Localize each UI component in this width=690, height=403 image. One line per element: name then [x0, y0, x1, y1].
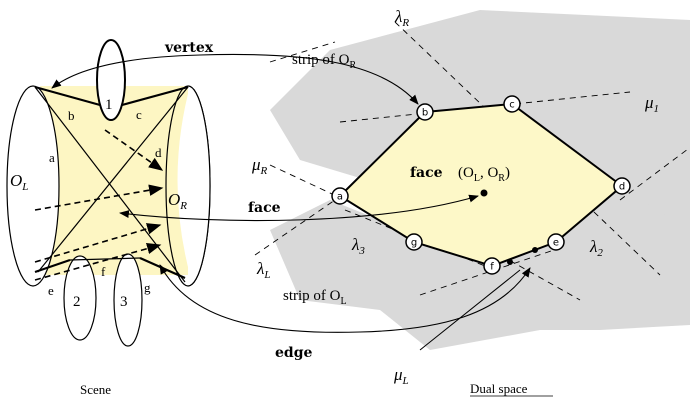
line-mu-l: [419, 269, 521, 351]
face-connector-label: face: [248, 200, 281, 216]
occluder-2-label: 2: [73, 294, 81, 310]
label-mu-l: μL: [393, 365, 409, 387]
occluder-2: [63, 255, 97, 341]
edge-point-2: [532, 247, 538, 253]
label-mu-r: μR: [251, 155, 268, 177]
label-lambda-r: λR: [394, 7, 409, 29]
svg-text:d: d: [619, 182, 625, 193]
vertex-label: vertex: [164, 40, 214, 56]
scene-line-f: [69, 257, 141, 261]
scene-vertex-f: f: [101, 264, 106, 279]
line-lambda-r-solid: [619, 146, 690, 201]
node-g: g: [405, 233, 423, 251]
scene-dash-mid: [34, 184, 164, 211]
face-tuple: (OL, OR): [458, 165, 510, 184]
vertex-arrow: [51, 53, 419, 105]
scene-vertex-g: g: [144, 280, 151, 295]
node-c: c: [503, 95, 521, 113]
scene-caption: Scene: [80, 382, 111, 397]
scene-vertex-c: c: [136, 107, 142, 122]
object-ol: [6, 85, 60, 287]
label-lambda-l: λL: [256, 259, 271, 281]
face-arrow: [119, 194, 479, 222]
svg-text:c: c: [509, 100, 515, 111]
occluder-3: [113, 253, 143, 347]
node-d: d: [613, 177, 631, 195]
label-ol: OL: [10, 171, 28, 193]
svg-text:a: a: [337, 192, 343, 203]
label-lambda-3: λ3: [351, 235, 365, 257]
edge-point-1: [507, 259, 513, 265]
scene-vertex-e: e: [48, 283, 54, 298]
scene-vertex-d: d: [155, 145, 162, 160]
label-lambda-2: λ2: [589, 237, 603, 259]
scene-vertex-b: b: [68, 108, 75, 123]
node-f: f: [483, 257, 501, 275]
connectors: [51, 53, 531, 333]
occluder-3-label: 3: [120, 294, 128, 310]
svg-text:b: b: [422, 108, 428, 119]
node-e: e: [547, 233, 565, 251]
dual-space: a b c d e f g face (OL, OR) λR μ1 μR λ3 …: [251, 7, 690, 397]
label-or: OR: [168, 190, 187, 212]
face-label: face: [410, 165, 443, 181]
label-mu-1: μ1: [644, 93, 659, 115]
svg-text:f: f: [490, 262, 494, 273]
edge-label: edge: [275, 345, 312, 361]
line-mu-l-dash: [419, 247, 561, 296]
scene-dash-d: [104, 129, 164, 171]
occluder-1-label: 1: [105, 97, 113, 113]
dual-nodes: a b c d e f g: [331, 95, 631, 275]
scene-dash-low2: [34, 242, 162, 281]
node-a: a: [331, 187, 349, 205]
scene-dash-low1: [34, 223, 162, 263]
dual-caption: Dual space: [470, 381, 528, 396]
scene-vertex-a: a: [49, 150, 55, 165]
scene: OL OR 1 2 3 a b c d e f g Scene: [6, 39, 211, 397]
face-point: [480, 189, 488, 197]
line-lambda-2: [499, 254, 581, 301]
svg-text:e: e: [553, 238, 559, 249]
line-extra: [269, 41, 336, 63]
scene-diag: [37, 86, 189, 273]
object-or-fill: [187, 85, 211, 287]
strip-ol-label: strip of OL: [283, 288, 347, 307]
edge-arrow: [159, 264, 531, 333]
node-b: b: [416, 103, 434, 121]
svg-text:g: g: [411, 238, 417, 249]
scene-line-e: [34, 258, 71, 274]
